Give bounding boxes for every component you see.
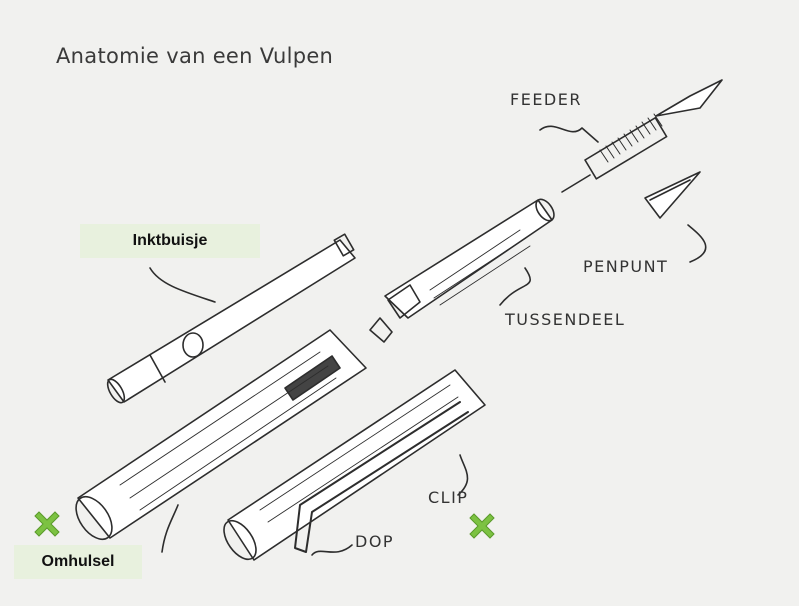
label-clip: CLIP — [428, 488, 468, 507]
inktbuisje-pointer — [150, 268, 215, 302]
dop-pointer — [312, 545, 352, 555]
penpunt-pointer — [688, 225, 706, 262]
green-x-icon — [35, 512, 59, 536]
diagram-title: Anatomie van een Vulpen — [56, 44, 333, 68]
label-omhulsel: Omhulsel — [14, 545, 142, 579]
tussendeel-pointer — [500, 268, 530, 305]
green-x-icon — [470, 514, 494, 538]
label-penpunt: PENPUNT — [583, 257, 668, 276]
feeder-pointer — [540, 126, 598, 142]
label-inktbuisje: Inktbuisje — [80, 224, 260, 258]
label-feeder: FEEDER — [510, 90, 582, 109]
label-tussendeel: TUSSENDEEL — [505, 310, 625, 329]
penpunt-drawing — [645, 172, 700, 218]
omhulsel-pointer — [162, 505, 178, 552]
label-dop: DOP — [355, 532, 394, 551]
